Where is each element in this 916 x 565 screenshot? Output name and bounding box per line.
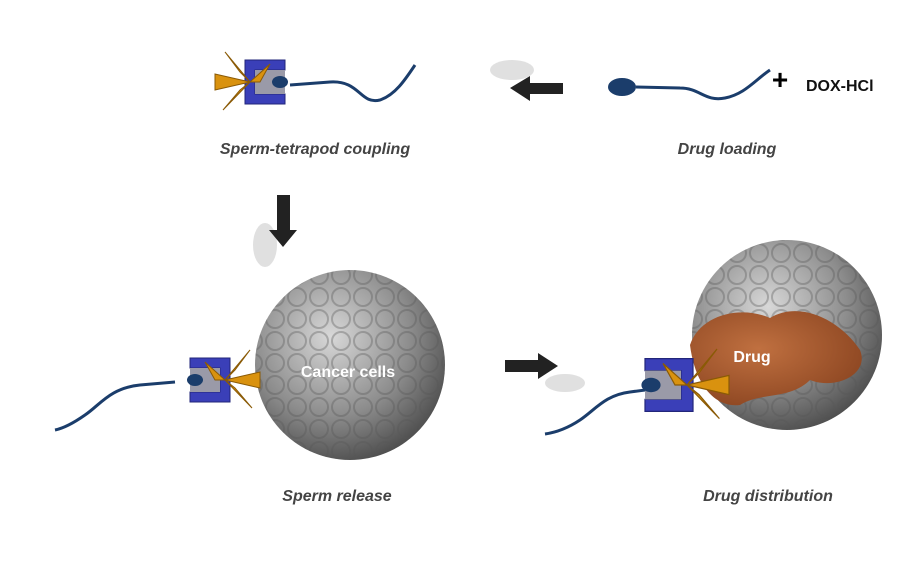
step-label-release: Sperm release: [282, 488, 392, 505]
cancer-cell-sphere-with-drug: [690, 240, 882, 430]
arrow-right: [505, 353, 585, 392]
step-label-distribution: Drug distribution: [703, 488, 833, 505]
step-label-coupling: Sperm-tetrapod coupling: [220, 141, 410, 158]
released-sperm-tetrapod: [54, 349, 261, 432]
arrow-down: [253, 195, 297, 267]
drug-name-label: DOX-HCl: [806, 78, 874, 95]
sperm-illustration: [608, 68, 771, 101]
cancer-cells-label: Cancer cells: [301, 364, 395, 381]
step-label-loading: Drug loading: [678, 141, 777, 158]
plus-sign: +: [772, 64, 788, 95]
drug-cloud: [690, 311, 862, 406]
arrow-left: [490, 60, 563, 101]
distributing-sperm-tetrapod: [544, 348, 730, 436]
drug-label: Drug: [733, 349, 770, 366]
sperm-tetrapod-illustration: [214, 51, 417, 111]
cancer-cell-sphere: [255, 270, 445, 460]
